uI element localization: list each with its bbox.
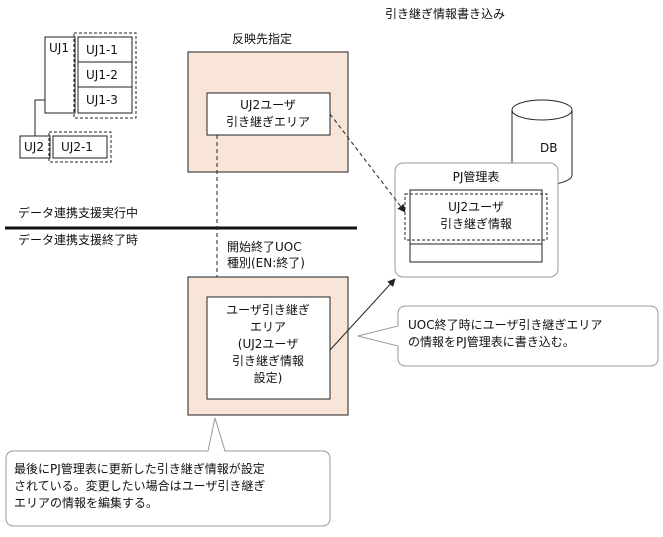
tree-connector [34,99,45,136]
uj2-area-box [206,92,331,136]
uj2-child-1-label: UJ2-1 [61,140,93,154]
callout-right-line-1: UOC終了時にユーザ引き継ぎエリア [408,317,602,332]
pj-table [409,189,543,263]
uj2-child-1-box [52,135,108,159]
callout-bottom-line-3: エリアの情報を編集する。 [14,495,158,510]
uj2-box [19,135,51,159]
phase-running-label: データ連携支援実行中 [18,205,138,220]
user-area-line-3: (UJ2ユーザ [238,337,298,351]
callout-bottom-line-1: 最後にPJ管理表に更新した引き継ぎ情報が設定 [14,461,265,476]
uj1-box [44,36,76,114]
uj1-child-1-box [77,36,133,63]
user-area-box [206,296,331,400]
uj1-child-1-label: UJ1-1 [86,43,118,57]
user-area-line-1: ユーザ引き継ぎ [226,302,310,317]
callout-bottom [5,417,331,527]
uoc-label-line-2: 種別(EN:終了) [227,255,305,270]
uoc-label-line-1: 開始終了UOC [227,239,302,254]
phase-ended-label: データ連携支援終了時 [18,232,138,247]
callout-right-line-2: の情報をPJ管理表に書き込む。 [408,334,575,349]
pj-table-row-line-1: UJ2ユーザ [448,200,504,214]
user-area-line-5: 設定) [254,370,283,385]
uj1-children-group [73,32,137,119]
write-arrow [329,278,396,351]
uj2-label: UJ2 [24,140,44,154]
uj1-child-2-label: UJ1-2 [86,68,118,82]
uj1-child-3-label: UJ1-3 [86,93,118,107]
pj-table-row-line-2: 引き継ぎ情報 [440,216,512,231]
pj-table-heading: PJ管理表 [453,169,500,184]
uj2-children-group [48,131,112,163]
target-panel-heading: 反映先指定 [232,31,292,46]
uj1-label: UJ1 [49,41,69,55]
pj-table-row-highlight [404,193,548,241]
user-area-line-2: エリア [250,320,286,334]
uj2-area-line-1: UJ2ユーザ [240,98,296,112]
diagram-title: 引き継ぎ情報書き込み [385,6,505,21]
db-label: DB [540,141,557,155]
callout-bottom-line-2: されている。変更したい場合はユーザ引き継ぎ [14,478,265,493]
user-area-line-4: 引き継ぎ情報 [232,353,304,368]
uj1-child-3-box [77,86,133,114]
callout-right [357,305,659,367]
uj2-area-line-2: 引き継ぎエリア [226,114,310,129]
